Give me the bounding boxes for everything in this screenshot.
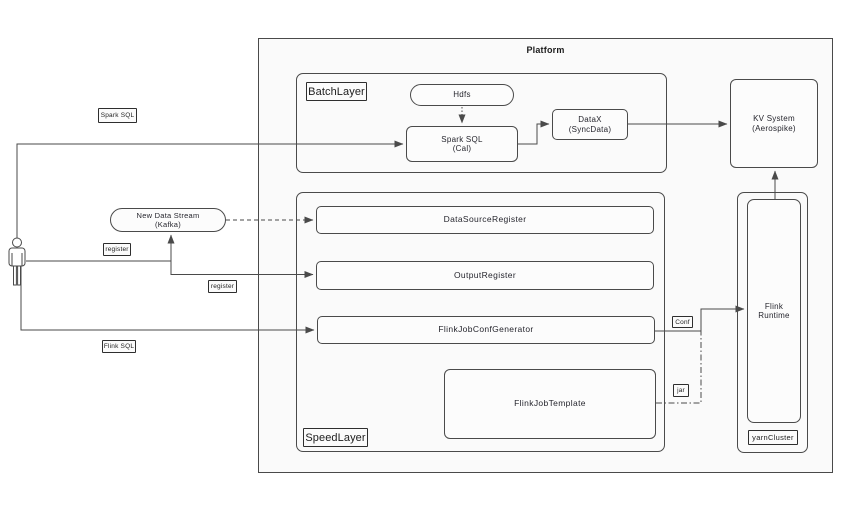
node-data-source-register: DataSourceRegister [316, 206, 654, 234]
batch-layer-label-text: BatchLayer [308, 85, 365, 98]
datax-line1: DataX [578, 115, 602, 124]
batch-layer-label: BatchLayer [306, 82, 367, 101]
batch-layer-container [296, 73, 667, 173]
datax-line2: (SyncData) [568, 124, 612, 134]
hdfs-label: Hdfs [453, 90, 471, 100]
yarn-cluster-label: yarnCluster [748, 430, 798, 445]
edge-label-spark-sql: Spark SQL [98, 108, 137, 123]
edge-label-conf-text: Conf [675, 318, 690, 326]
edge-label-flink-sql: Flink SQL [102, 340, 136, 353]
data-source-register-label: DataSourceRegister [443, 214, 527, 225]
kafka-line1: New Data Stream [136, 211, 200, 220]
edge-label-register-kafka: register [103, 243, 131, 256]
output-register-label: OutputRegister [453, 269, 517, 280]
platform-title: Platform [526, 45, 565, 55]
flink-runtime-line1: Flink [764, 301, 784, 311]
speed-layer-label: SpeedLayer [303, 428, 368, 447]
edge-label-register-kafka-text: register [105, 246, 129, 253]
yarn-cluster-label-text: yarnCluster [752, 433, 794, 442]
edge-label-register-output: register [208, 280, 237, 293]
edge-label-register-output-text: register [210, 283, 235, 290]
node-spark-sql: Spark SQL (Cal) [406, 126, 518, 162]
kv-system-line1: KV System [753, 114, 795, 123]
node-new-data-stream-kafka: New Data Stream (Kafka) [110, 208, 226, 232]
kafka-line2: (Kafka) [155, 220, 181, 229]
flink-runtime-line2: Runtime [758, 311, 790, 320]
node-flink-job-conf-generator: FlinkJobConfGenerator [317, 316, 655, 344]
spark-sql-line1: Spark SQL [441, 134, 483, 144]
flink-job-conf-generator-label: FlinkJobConfGenerator [438, 324, 534, 335]
node-output-register: OutputRegister [316, 261, 654, 290]
node-kv-system: KV System (Aerospike) [730, 79, 818, 168]
edge-label-jar: jar [673, 384, 689, 397]
speed-layer-label-text: SpeedLayer [305, 431, 366, 444]
node-flink-job-template: FlinkJobTemplate [444, 369, 656, 439]
edge-label-flink-sql-text: Flink SQL [103, 343, 135, 350]
node-flink-runtime: Flink Runtime [747, 199, 801, 423]
edge-label-jar-text: jar [677, 387, 685, 394]
node-datax: DataX (SyncData) [552, 109, 628, 140]
user-actor-icon [8, 237, 26, 286]
edge-label-spark-sql-text: Spark SQL [100, 112, 135, 119]
spark-sql-line2: (Cal) [452, 144, 472, 153]
edge-label-conf: Conf [672, 316, 693, 328]
kv-system-line2: (Aerospike) [752, 123, 796, 133]
node-hdfs: Hdfs [410, 84, 514, 106]
flink-job-template-label: FlinkJobTemplate [514, 398, 586, 409]
